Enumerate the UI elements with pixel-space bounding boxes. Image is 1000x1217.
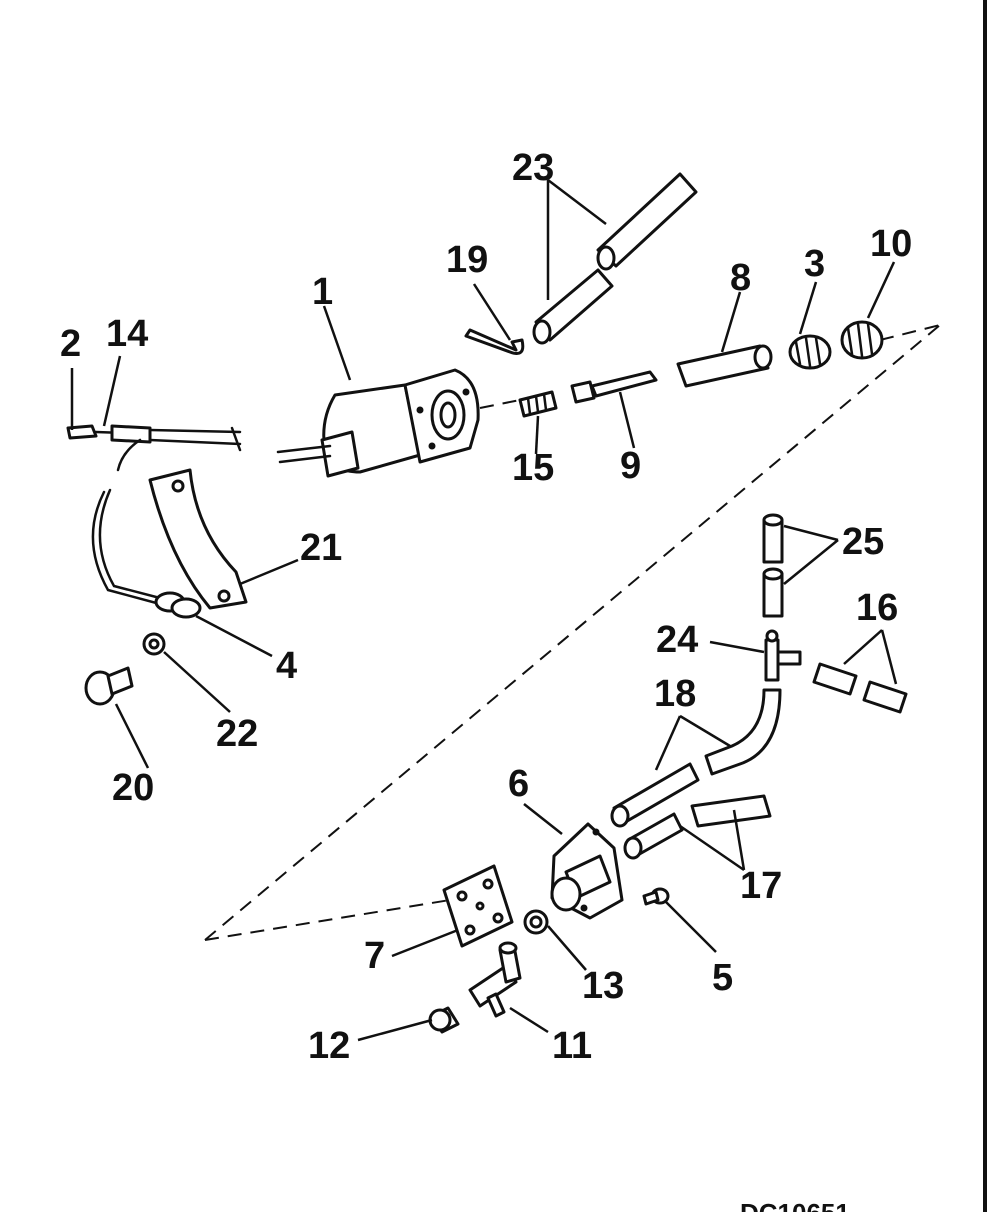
- part-7-diaphragm-plate: [442, 864, 514, 948]
- part-4-ground-wire: [91, 488, 202, 619]
- callout-9: 9: [620, 445, 641, 487]
- callout-11: 11: [552, 1025, 592, 1067]
- part-2-14-wire-leads: [66, 424, 242, 472]
- part-16-hose-pieces: [812, 662, 908, 714]
- callout-labels: 1 2 14 23 19 8 3 10 15 9 21 4 22 20 25 2…: [60, 147, 912, 1067]
- callout-2: 2: [60, 323, 81, 365]
- callout-18: 18: [654, 673, 696, 715]
- part-15-spring: [518, 390, 558, 418]
- callout-22: 22: [216, 713, 258, 755]
- part-8-sleeve: [676, 344, 773, 388]
- part-18-hoses: [610, 688, 782, 828]
- callout-23: 23: [512, 147, 554, 189]
- figure-reference-code: DC10651: [740, 1198, 850, 1212]
- part-6-fuel-pump: [550, 822, 624, 920]
- part-9-plunger-pin: [570, 370, 658, 404]
- callout-25: 25: [842, 521, 884, 563]
- callout-6: 6: [508, 763, 529, 805]
- dashed-alignment-line-upper: [879, 324, 941, 341]
- dashed-alignment-line-lower: [204, 899, 451, 941]
- callout-10: 10: [870, 223, 912, 265]
- callout-1: 1: [312, 271, 333, 313]
- callout-15: 15: [512, 447, 554, 489]
- callout-20: 20: [112, 767, 154, 809]
- part-21-mounting-bracket: [148, 468, 248, 610]
- callout-17: 17: [740, 865, 782, 907]
- callout-24: 24: [656, 619, 698, 661]
- part-12-cap: [428, 1006, 460, 1034]
- callout-21: 21: [300, 527, 342, 569]
- callout-14: 14: [106, 313, 148, 355]
- callout-8: 8: [730, 257, 751, 299]
- part-23-hose: [532, 172, 698, 345]
- part-1-pump-body: [276, 368, 480, 478]
- callout-13: 13: [582, 965, 624, 1007]
- callout-7: 7: [364, 935, 385, 977]
- callout-5: 5: [712, 957, 733, 999]
- part-24-t-fitting: [764, 629, 802, 682]
- part-13-o-ring: [523, 909, 549, 935]
- part-5-screw: [642, 887, 670, 906]
- callout-12: 12: [308, 1025, 350, 1067]
- part-10-cap: [840, 320, 884, 360]
- callout-3: 3: [804, 243, 825, 285]
- callout-4: 4: [276, 645, 297, 687]
- part-19-hose-clip: [464, 328, 525, 355]
- part-25-hose-pieces: [762, 513, 784, 618]
- callout-16: 16: [856, 587, 898, 629]
- part-11-tee-fitting: [468, 941, 522, 1018]
- part-3-spring: [788, 334, 832, 370]
- part-22-lock-washer: [142, 632, 166, 656]
- part-20-screw: [84, 666, 134, 706]
- dashed-alignment-line-pump: [479, 399, 521, 409]
- part-17-hoses: [623, 794, 772, 860]
- callout-19: 19: [446, 239, 488, 281]
- leader-lines: [70, 179, 898, 1042]
